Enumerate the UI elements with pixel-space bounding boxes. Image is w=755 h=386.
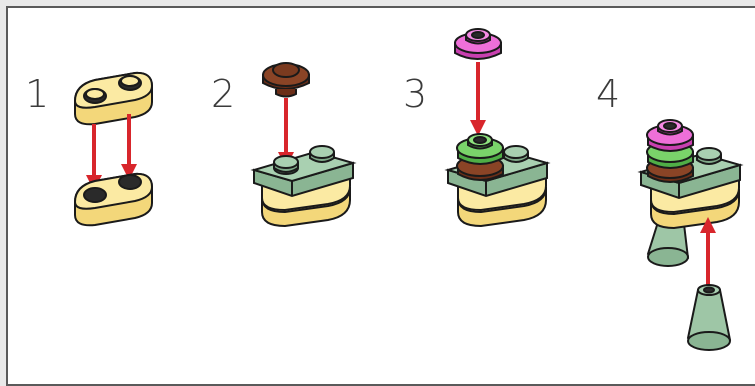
step1-bottom-yellow-plate (73, 172, 154, 227)
step3-magenta-round-plate (454, 28, 502, 60)
step4-magenta-round-plate (646, 119, 694, 152)
step-number-2: 2 (211, 72, 236, 116)
step2-brown-round-plate (262, 62, 310, 98)
step2-sand-green-plate (250, 145, 357, 198)
step4-sand-green-cone-attached (646, 220, 690, 267)
instruction-illustration (73, 28, 744, 351)
step-4-illustration (637, 119, 744, 351)
step1-top-yellow-plate (73, 71, 154, 126)
step-number-3: 3 (403, 72, 428, 116)
step-3-illustration (444, 28, 551, 228)
step4-sand-green-cone-loose (686, 284, 732, 351)
step-number-1: 1 (25, 72, 50, 116)
step-1-illustration (73, 71, 154, 227)
step3-green-round-plate (456, 133, 504, 165)
step-2-illustration (250, 62, 357, 228)
step-number-4: 4 (596, 72, 621, 116)
